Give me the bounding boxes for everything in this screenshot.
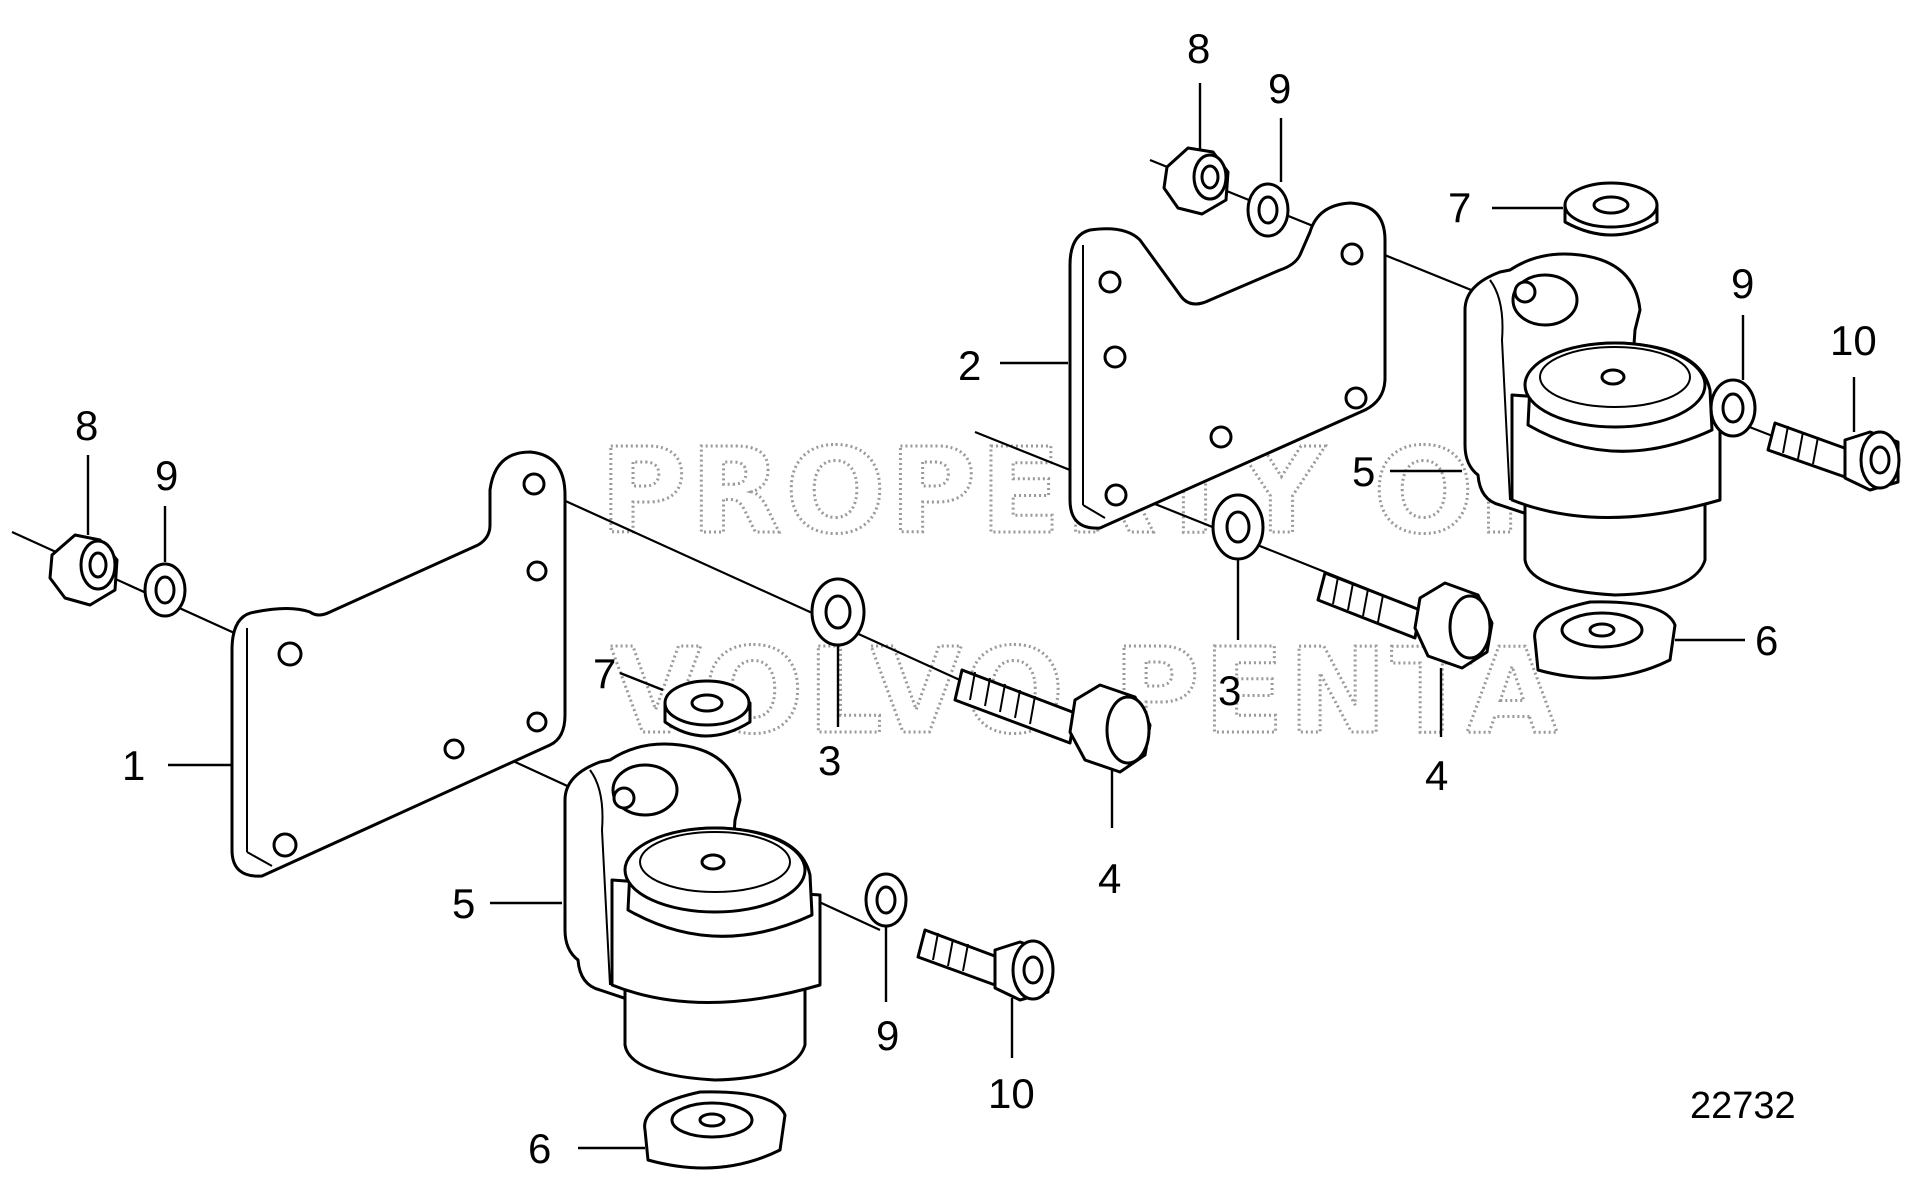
bracket-hole (277, 641, 303, 667)
bracket-right (1068, 201, 1387, 530)
flat-washer-left (810, 577, 866, 647)
callout-3-left: 3 (818, 737, 841, 784)
mount-hole (612, 786, 636, 810)
callout-7-left: 7 (593, 650, 616, 697)
callout-9-left-top: 9 (155, 452, 178, 499)
washer-right-top (1246, 182, 1290, 238)
thick-washer-left (663, 679, 752, 738)
callout-9-right-top: 9 (1268, 65, 1291, 112)
mount-hole (1513, 280, 1537, 304)
thick-washer-right (1563, 181, 1659, 237)
bracket-hole (443, 738, 465, 760)
callout-8-left: 8 (75, 402, 98, 449)
callout-6-right: 6 (1755, 617, 1778, 664)
washer-left-top (143, 562, 187, 618)
rubber-mount-right (1463, 252, 1722, 597)
callout-numbers: 1 2 3 3 4 4 5 5 6 6 7 7 8 8 9 9 9 9 10 1… (75, 25, 1877, 1172)
callout-5-left: 5 (452, 880, 475, 927)
bracket-left (230, 450, 567, 878)
washer-right-bottom (1709, 378, 1757, 438)
callout-1: 1 (122, 742, 145, 789)
callout-7-right: 7 (1448, 184, 1471, 231)
bump-stop-right (1533, 600, 1677, 680)
rubber-mount-left (563, 742, 822, 1082)
callout-9-right-bottom: 9 (1731, 260, 1754, 307)
callout-6-left: 6 (528, 1125, 551, 1172)
callout-4-left: 4 (1098, 855, 1121, 902)
drawing-number: 22732 (1690, 1085, 1796, 1127)
mount-center-hole (700, 853, 726, 871)
bracket-hole (526, 560, 548, 582)
callout-4-right: 4 (1425, 752, 1448, 799)
bracket-hole (1103, 345, 1127, 369)
mount-center-hole (1600, 368, 1626, 386)
socket-screw-left (916, 928, 1055, 1002)
hex-bolt-right (1316, 571, 1494, 670)
leader-lines (86, 83, 1856, 1150)
washer-left-bottom (864, 872, 908, 928)
nut-right (1162, 146, 1230, 216)
callout-8-right: 8 (1187, 25, 1210, 72)
bracket-hole (1098, 270, 1122, 294)
bracket-hole (1209, 425, 1233, 449)
callout-10-right: 10 (1830, 317, 1877, 364)
callout-9-left-bottom: 9 (876, 1012, 899, 1059)
callout-3-right: 3 (1218, 667, 1241, 714)
bracket-hole (1104, 483, 1128, 507)
hex-bolt-left (953, 668, 1152, 774)
bump-stop-left (643, 1090, 787, 1170)
nut-left (48, 533, 119, 607)
callout-2: 2 (958, 342, 981, 389)
bracket-hole (526, 711, 548, 733)
bracket-hole (522, 472, 546, 496)
callout-5-right: 5 (1352, 448, 1375, 495)
bracket-hole (272, 832, 298, 858)
flat-washer-right (1211, 493, 1265, 561)
socket-screw-right (1766, 421, 1901, 492)
bracket-hole (1340, 242, 1364, 266)
bracket-hole (1344, 386, 1368, 410)
callout-10-left: 10 (988, 1070, 1035, 1117)
